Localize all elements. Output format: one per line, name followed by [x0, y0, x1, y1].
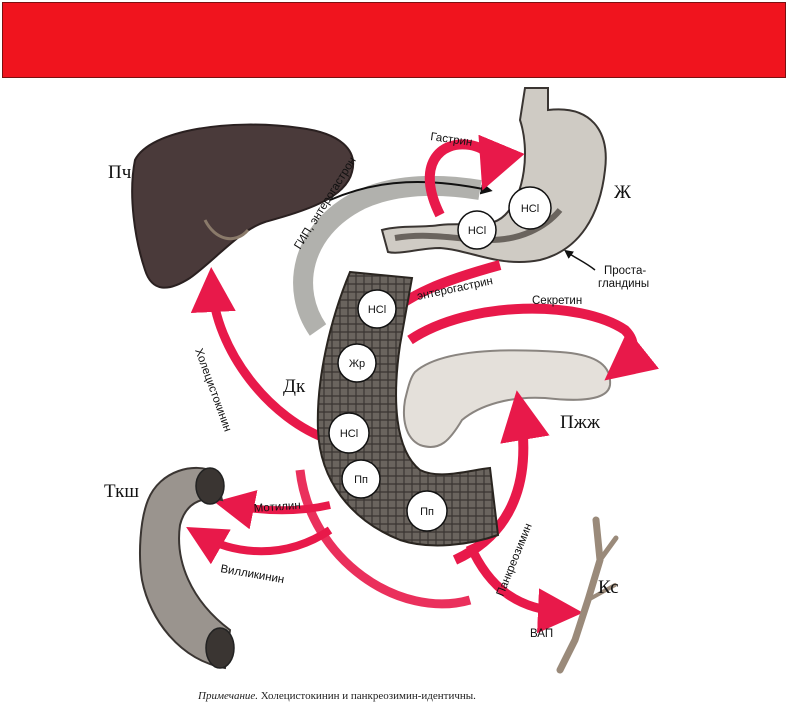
- title-banner: [2, 2, 786, 78]
- duodenum-pp-cell-1: Пп: [341, 459, 381, 499]
- svg-text:HCl: HCl: [521, 203, 539, 215]
- secretin-arrow: [407, 303, 660, 381]
- duodenum-pp-cell-2: Пп: [406, 490, 448, 532]
- label-villikinin: Вилликинин: [219, 563, 285, 586]
- label-prostaglandins-1: Проста-: [604, 265, 646, 277]
- label-vip: ВАП: [530, 628, 553, 640]
- svg-text:HCl: HCl: [340, 428, 358, 440]
- label-cholecystokinin: Холецистокинин: [192, 347, 233, 433]
- motilin-arrow: [214, 490, 331, 530]
- small-intestine: [139, 466, 235, 670]
- duodenum-fat-cell: Жр: [337, 343, 377, 383]
- svg-text:HCl: HCl: [468, 225, 486, 237]
- label-duodenum: Дк: [283, 376, 306, 397]
- stomach-hcl-cell-1: HCl: [508, 186, 552, 230]
- label-secretin: Секретин: [532, 295, 582, 307]
- svg-text:Жр: Жр: [349, 358, 365, 370]
- vessel: [556, 516, 619, 674]
- vip-arrow: [465, 543, 583, 634]
- svg-text:HCl: HCl: [368, 304, 386, 316]
- cholecystokinin-arrow: [190, 267, 332, 445]
- label-motilin: Мотилин: [253, 500, 301, 515]
- stomach-hcl-cell-2: HCl: [457, 210, 497, 250]
- footnote-text: Холецистокинин и панкреозимин-идентичны.: [258, 690, 476, 702]
- label-stomach: Ж: [614, 182, 632, 203]
- duodenum-hcl-cell-2: HCl: [328, 412, 370, 454]
- label-pancreozymin: Панкреозимин: [495, 522, 535, 598]
- villikinin-arrow: [186, 526, 333, 565]
- label-pancreas: Пжж: [560, 412, 601, 433]
- label-prostaglandins-2: гландины: [598, 278, 649, 290]
- footnote-prefix: Примечание.: [198, 690, 259, 702]
- duodenum-hcl-cell: HCl: [357, 289, 397, 329]
- liver: [131, 123, 355, 289]
- gastrin-arrow: [424, 134, 525, 218]
- svg-text:Пп: Пп: [354, 474, 368, 486]
- label-liver: Пч: [108, 162, 132, 183]
- footnote: Примечание. Холецистокинин и панкреозими…: [198, 690, 476, 702]
- label-small-intestine: Ткш: [104, 481, 139, 502]
- svg-text:Пп: Пп: [420, 506, 434, 518]
- label-gastrin: Гастрин: [430, 131, 473, 149]
- label-vessel: Кс: [598, 577, 619, 598]
